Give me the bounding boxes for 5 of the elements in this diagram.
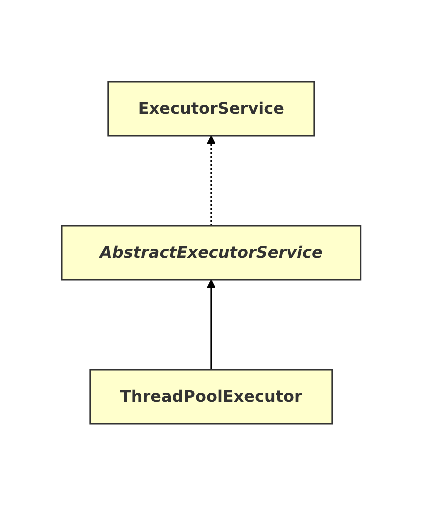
arrow <box>206 136 216 226</box>
arrow <box>206 280 216 370</box>
node-box: ThreadPoolExecutor <box>89 369 333 425</box>
node-box: ExecutorService <box>107 81 315 137</box>
node-box: AbstractExecutorService <box>60 225 362 281</box>
